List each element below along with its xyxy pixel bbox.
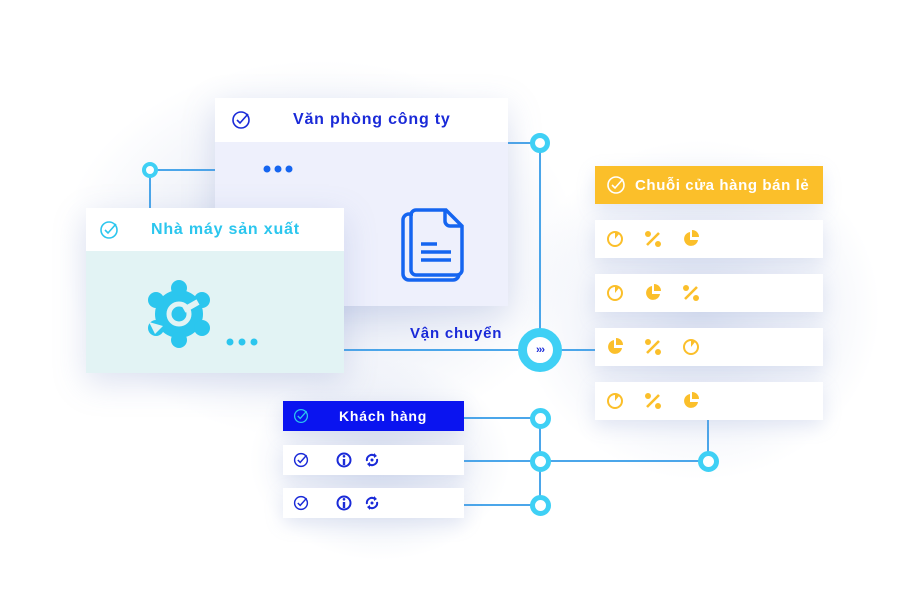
- info-icon: [336, 452, 352, 468]
- office-title: Văn phòng công ty: [293, 111, 451, 128]
- percent-icon: [644, 230, 662, 248]
- more-dots-icon: [226, 337, 258, 347]
- chevrons-right-icon: ›››: [536, 344, 545, 356]
- connector-node: [530, 408, 551, 429]
- clock-pie-icon: [606, 230, 624, 248]
- check-circle-icon: [293, 452, 309, 468]
- connector: [150, 169, 216, 171]
- connector: [707, 420, 709, 461]
- connector: [464, 504, 540, 506]
- retail-row: [595, 382, 823, 420]
- document-icon: [401, 208, 467, 282]
- retail-title: Chuỗi cửa hàng bán lẻ: [635, 176, 810, 194]
- pie-chart-icon: [682, 230, 700, 248]
- clock-pie-icon: [606, 284, 624, 302]
- factory-title: Nhà máy sản xuất: [151, 220, 300, 238]
- check-circle-icon: [293, 495, 309, 511]
- pie-chart-icon: [682, 392, 700, 410]
- customer-title: Khách hàng: [339, 408, 428, 424]
- clock-pie-icon: [682, 338, 700, 356]
- retail-header: Chuỗi cửa hàng bán lẻ: [595, 166, 823, 204]
- transport-node[interactable]: ›››: [518, 328, 562, 372]
- percent-icon: [644, 338, 662, 356]
- customer-row: [283, 488, 464, 518]
- gear-wrench-icon: [144, 278, 214, 350]
- check-circle-icon: [231, 110, 251, 130]
- percent-icon: [644, 392, 662, 410]
- factory-card: Nhà máy sản xuất: [86, 208, 344, 373]
- customer-row: [283, 445, 464, 475]
- connector-node: [530, 133, 550, 153]
- connector: [344, 349, 595, 351]
- connector: [539, 143, 541, 350]
- connector-node: [530, 451, 551, 472]
- retail-row: [595, 274, 823, 312]
- more-dots-icon: [263, 164, 293, 174]
- check-circle-icon: [99, 220, 119, 240]
- connector: [508, 142, 540, 144]
- pie-chart-icon: [644, 284, 662, 302]
- percent-icon: [682, 284, 700, 302]
- refresh-icon: [364, 452, 380, 468]
- transport-label: Vận chuyển: [410, 325, 503, 342]
- connector-node: [530, 495, 551, 516]
- pie-chart-icon: [606, 338, 624, 356]
- retail-row: [595, 328, 823, 366]
- connector-node: [142, 162, 158, 178]
- check-circle-icon: [293, 408, 309, 424]
- connector: [464, 417, 540, 419]
- refresh-icon: [364, 495, 380, 511]
- connector: [464, 460, 708, 462]
- check-circle-icon: [606, 175, 626, 195]
- retail-row: [595, 220, 823, 258]
- connector: [149, 170, 151, 210]
- customer-header: Khách hàng: [283, 401, 464, 431]
- connector-node: [698, 451, 719, 472]
- clock-pie-icon: [606, 392, 624, 410]
- info-icon: [336, 495, 352, 511]
